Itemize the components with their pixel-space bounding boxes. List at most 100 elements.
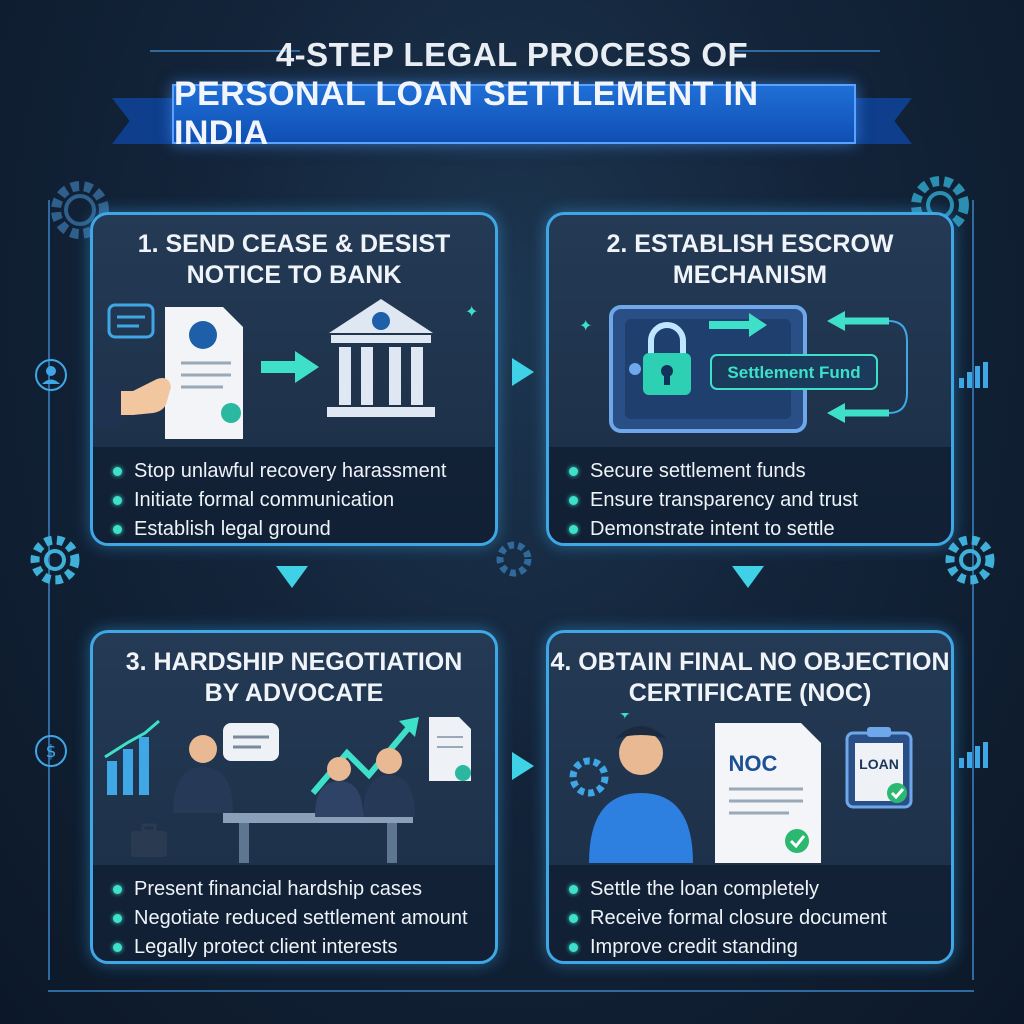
bullet-text: Legally protect client interests	[134, 936, 398, 958]
bullet-item: Initiate formal communication	[113, 486, 495, 515]
advocate-person-icon	[173, 735, 233, 813]
gear-icon	[945, 535, 995, 585]
step-2-bullets: Secure settlement funds Ensure transpare…	[549, 447, 951, 543]
bullet-dot	[569, 525, 578, 534]
bullet-text: Present financial hardship cases	[134, 878, 422, 900]
bullet-text: Initiate formal communication	[134, 489, 395, 511]
loan-board-label: LOAN	[859, 756, 899, 772]
chat-bubble-icon	[107, 303, 155, 339]
bullet-dot	[569, 943, 578, 952]
bullet-item: Receive formal closure document	[569, 904, 951, 933]
bullet-item: Settle the loan completely	[569, 875, 951, 904]
gear-icon	[569, 757, 609, 797]
step-2-title-line1: 2. ESTABLISH ESCROW	[606, 230, 894, 258]
step-4-title-line1: 4. OBTAIN FINAL NO OBJECTION	[550, 648, 950, 676]
arrow-right-icon	[261, 351, 319, 383]
step-1-title-line2: NOTICE TO BANK	[186, 261, 402, 289]
briefcase-icon	[131, 823, 167, 857]
bar-chart-icon	[959, 742, 988, 768]
notice-to-bank-illustration: ✦	[93, 299, 478, 439]
document-icon	[429, 717, 471, 781]
padlock-icon	[643, 322, 691, 395]
flow-arrow-down	[276, 566, 308, 588]
bar-chart-icon	[104, 719, 160, 795]
bullet-text: Receive formal closure document	[590, 907, 887, 929]
svg-text:✦: ✦	[579, 316, 592, 335]
gear-icon	[496, 541, 532, 577]
speech-bubble-icon	[223, 723, 279, 761]
bank-building-icon	[327, 299, 435, 417]
step-1-bullets: Stop unlawful recovery harassment Initia…	[93, 447, 495, 543]
negotiation-illustration	[104, 717, 471, 863]
step-1-title: 1. SEND CEASE & DESIST NOTICE TO BANK	[93, 229, 495, 291]
headline: 4-STEP LEGAL PROCESS OF	[275, 36, 749, 73]
client-person-icon	[363, 748, 415, 817]
deco-line	[150, 50, 300, 52]
client-person-icon	[315, 757, 363, 817]
sparkle-icon: ✦	[579, 316, 592, 335]
step-2-card: 2. ESTABLISH ESCROW MECHANISM Settlement…	[546, 212, 954, 546]
flow-arrow-down	[732, 566, 764, 588]
deco-line	[730, 50, 880, 52]
step-3-title-line1: 3. HARDSHIP NEGOTIATION	[125, 648, 463, 676]
noc-document: NOC	[715, 723, 821, 863]
step-3-title: 3. HARDSHIP NEGOTIATION BY ADVOCATE	[93, 647, 495, 709]
step-2-title: 2. ESTABLISH ESCROW MECHANISM	[549, 229, 951, 291]
svg-text:$: $	[46, 742, 57, 762]
bullet-item: Ensure transparency and trust	[569, 486, 951, 515]
step-3-title-line2: BY ADVOCATE	[204, 679, 384, 707]
bullet-item: Negotiate reduced settlement amount	[113, 904, 495, 933]
escrow-illustration: Settlement Fund ✦	[579, 305, 908, 433]
banner-title: PERSONAL LOAN SETTLEMENT IN INDIA	[172, 75, 856, 152]
gear-icon	[51, 181, 109, 239]
title-banner: PERSONAL LOAN SETTLEMENT IN INDIA	[112, 75, 912, 152]
bullet-text: Ensure transparency and trust	[590, 489, 858, 511]
step-2-title-line2: MECHANISM	[672, 261, 828, 289]
user-icon	[35, 359, 67, 391]
bullet-text: Improve credit standing	[590, 936, 798, 958]
noc-illustration: NOC LOAN ✦	[569, 713, 913, 863]
step-4-bullets: Settle the loan completely Receive forma…	[549, 865, 951, 961]
svg-text:✦: ✦	[465, 302, 478, 321]
bullet-dot	[569, 914, 578, 923]
step-4-card: 4. OBTAIN FINAL NO OBJECTION CERTIFICATE…	[546, 630, 954, 964]
bullet-text: Settle the loan completely	[590, 878, 820, 900]
sparkle-icon: ✦	[465, 302, 478, 321]
bullet-text: Demonstrate intent to settle	[590, 518, 835, 540]
bullet-text: Establish legal ground	[134, 518, 331, 540]
bullet-dot	[113, 914, 122, 923]
step-4-title: 4. OBTAIN FINAL NO OBJECTION CERTIFICATE…	[549, 647, 951, 709]
noc-doc-label: NOC	[729, 751, 778, 776]
legal-notice-document	[165, 307, 243, 439]
person-icon	[589, 726, 693, 863]
flow-arrow-right	[512, 358, 534, 386]
bullet-item: Secure settlement funds	[569, 457, 951, 486]
settlement-fund-tag	[710, 354, 878, 390]
arrow-right-icon	[709, 313, 767, 337]
hand-icon	[93, 378, 171, 427]
bullet-text: Secure settlement funds	[590, 460, 806, 482]
deco-line	[48, 200, 50, 980]
arrow-left-icon	[827, 311, 908, 423]
bullet-item: Legally protect client interests	[113, 933, 495, 961]
step-1-card: 1. SEND CEASE & DESIST NOTICE TO BANK	[90, 212, 498, 546]
step-3-card: 3. HARDSHIP NEGOTIATION BY ADVOCATE	[90, 630, 498, 964]
bullet-item: Improve credit standing	[569, 933, 951, 961]
dollar-icon: $	[35, 735, 67, 767]
step-4-title-line2: CERTIFICATE (NOC)	[628, 679, 872, 707]
flow-arrow-right	[512, 752, 534, 780]
deco-line	[972, 200, 974, 980]
step-3-bullets: Present financial hardship cases Negotia…	[93, 865, 495, 961]
sparkle-icon: ✦	[619, 713, 631, 723]
deco-line	[48, 990, 974, 992]
bullet-dot	[113, 525, 122, 534]
bullet-text: Negotiate reduced settlement amount	[134, 907, 468, 929]
bar-chart-icon	[959, 362, 988, 388]
bullet-item: Demonstrate intent to settle	[569, 515, 951, 543]
bullet-dot	[113, 885, 122, 894]
bullet-dot	[569, 496, 578, 505]
step-1-title-line1: 1. SEND CEASE & DESIST	[137, 230, 451, 258]
bullet-dot	[569, 467, 578, 476]
gear-icon	[30, 535, 80, 585]
bullet-item: Present financial hardship cases	[113, 875, 495, 904]
